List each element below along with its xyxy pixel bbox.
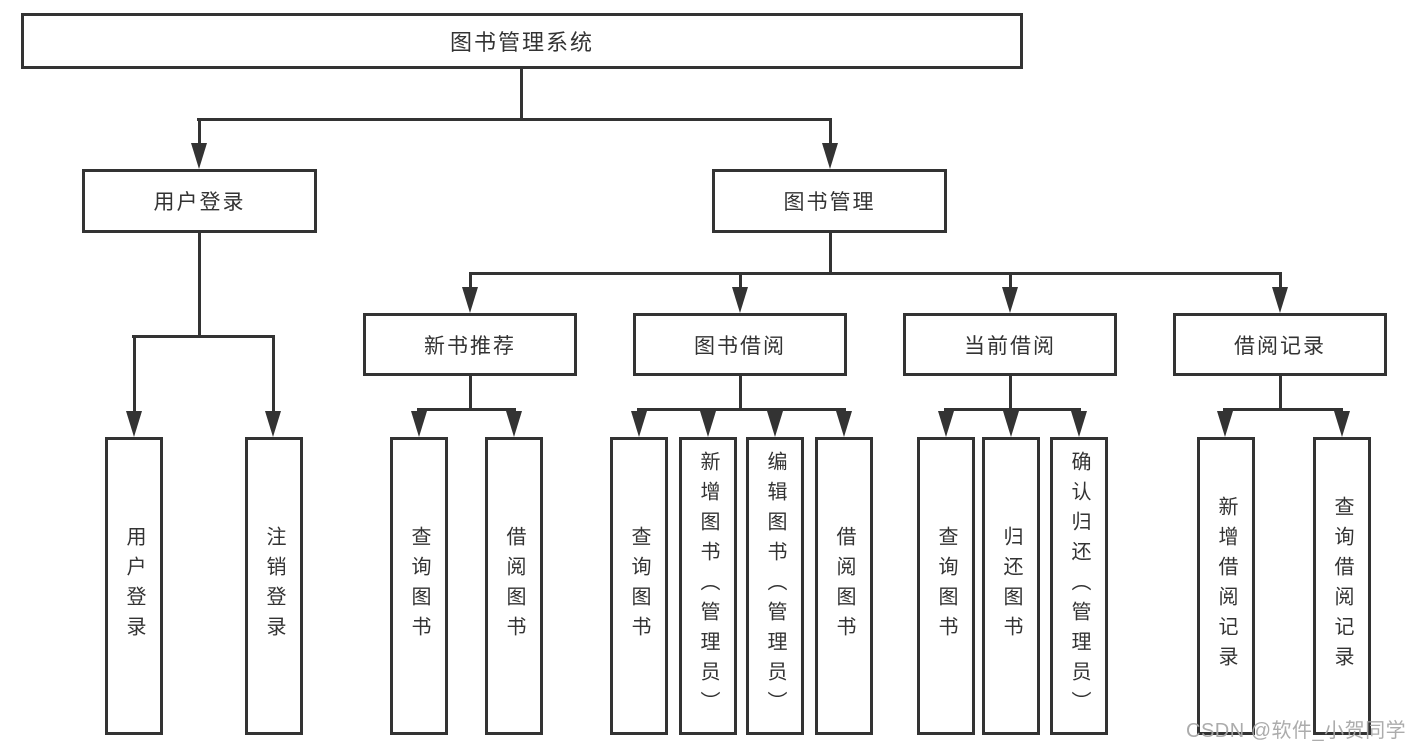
connector-line bbox=[1279, 376, 1282, 410]
connector-line bbox=[1223, 408, 1343, 411]
node-book-borrow: 图书借阅 bbox=[633, 313, 847, 376]
connector-line bbox=[417, 408, 516, 411]
leaf-add-borrow-record: 新增借阅记录 bbox=[1197, 437, 1255, 735]
leaf-borrow-book-recommend: 借阅图书 bbox=[485, 437, 543, 735]
leaf-logout-label: 注销登录 bbox=[263, 526, 285, 646]
leaf-add-book-admin-label: 新增图书（管理员） bbox=[697, 451, 719, 721]
connector-line bbox=[133, 335, 136, 411]
connector-line bbox=[1009, 376, 1012, 410]
arrow-down-icon bbox=[631, 411, 647, 437]
connector-line bbox=[197, 118, 832, 121]
leaf-add-borrow-record-label: 新增借阅记录 bbox=[1215, 496, 1237, 676]
node-root-label: 图书管理系统 bbox=[449, 30, 594, 55]
node-borrow-record: 借阅记录 bbox=[1173, 313, 1387, 376]
leaf-query-book-borrow-label: 查询图书 bbox=[628, 526, 650, 646]
leaf-return-book-label: 归还图书 bbox=[1000, 526, 1022, 646]
leaf-borrow-book: 借阅图书 bbox=[815, 437, 873, 735]
leaf-query-book-borrow: 查询图书 bbox=[610, 437, 668, 735]
arrow-down-icon bbox=[1334, 411, 1350, 437]
arrow-down-icon bbox=[732, 287, 748, 313]
arrow-down-icon bbox=[700, 411, 716, 437]
connector-line bbox=[469, 272, 1282, 275]
leaf-user-login: 用户登录 bbox=[105, 437, 163, 735]
leaf-query-borrow-record-label: 查询借阅记录 bbox=[1331, 496, 1353, 676]
arrow-down-icon bbox=[411, 411, 427, 437]
leaf-query-book-current: 查询图书 bbox=[917, 437, 975, 735]
arrow-down-icon bbox=[1071, 411, 1087, 437]
connector-line bbox=[198, 233, 201, 335]
arrow-down-icon bbox=[822, 143, 838, 169]
leaf-borrow-book-label: 借阅图书 bbox=[833, 526, 855, 646]
connector-line bbox=[132, 335, 275, 338]
connector-line bbox=[1279, 272, 1282, 290]
connector-line bbox=[637, 408, 846, 411]
arrow-down-icon bbox=[1217, 411, 1233, 437]
node-book-borrow-label: 图书借阅 bbox=[694, 334, 786, 358]
leaf-borrow-book-recommend-label: 借阅图书 bbox=[503, 526, 525, 646]
node-new-book-recommend-label: 新书推荐 bbox=[424, 334, 516, 358]
leaf-confirm-return-admin-label: 确认归还（管理员） bbox=[1068, 451, 1090, 721]
node-book-management-label: 图书管理 bbox=[783, 191, 876, 214]
node-new-book-recommend: 新书推荐 bbox=[363, 313, 577, 376]
arrow-down-icon bbox=[506, 411, 522, 437]
arrow-down-icon bbox=[265, 411, 281, 437]
arrow-down-icon bbox=[767, 411, 783, 437]
node-current-borrow: 当前借阅 bbox=[903, 313, 1117, 376]
watermark: CSDN @软件_小贺同学 bbox=[1186, 720, 1405, 742]
connector-line bbox=[1009, 272, 1012, 290]
connector-line bbox=[198, 118, 201, 145]
connector-line bbox=[520, 69, 523, 118]
connector-line bbox=[944, 408, 1081, 411]
connector-line bbox=[739, 376, 742, 410]
connector-line bbox=[469, 272, 472, 290]
node-borrow-record-label: 借阅记录 bbox=[1234, 334, 1326, 358]
connector-line bbox=[739, 272, 742, 290]
leaf-query-book-current-label: 查询图书 bbox=[935, 526, 957, 646]
connector-line bbox=[829, 118, 832, 145]
node-user-login: 用户登录 bbox=[82, 169, 317, 233]
leaf-query-book-recommend-label: 查询图书 bbox=[408, 526, 430, 646]
leaf-edit-book-admin-label: 编辑图书（管理员） bbox=[764, 451, 786, 721]
connector-line bbox=[272, 335, 275, 411]
node-current-borrow-label: 当前借阅 bbox=[964, 334, 1056, 358]
leaf-edit-book-admin: 编辑图书（管理员） bbox=[746, 437, 804, 735]
leaf-query-borrow-record: 查询借阅记录 bbox=[1313, 437, 1371, 735]
arrow-down-icon bbox=[1003, 411, 1019, 437]
leaf-return-book: 归还图书 bbox=[982, 437, 1040, 735]
connector-line bbox=[469, 376, 472, 410]
leaf-add-book-admin: 新增图书（管理员） bbox=[679, 437, 737, 735]
arrow-down-icon bbox=[191, 143, 207, 169]
arrow-down-icon bbox=[1272, 287, 1288, 313]
connector-line bbox=[829, 233, 832, 275]
arrow-down-icon bbox=[462, 287, 478, 313]
arrow-down-icon bbox=[1002, 287, 1018, 313]
leaf-query-book-recommend: 查询图书 bbox=[390, 437, 448, 735]
arrow-down-icon bbox=[836, 411, 852, 437]
node-root: 图书管理系统 bbox=[21, 13, 1023, 69]
node-user-login-label: 用户登录 bbox=[153, 191, 246, 214]
leaf-logout: 注销登录 bbox=[245, 437, 303, 735]
arrow-down-icon bbox=[126, 411, 142, 437]
leaf-user-login-label: 用户登录 bbox=[123, 526, 145, 646]
arrow-down-icon bbox=[938, 411, 954, 437]
leaf-confirm-return-admin: 确认归还（管理员） bbox=[1050, 437, 1108, 735]
node-book-management: 图书管理 bbox=[712, 169, 947, 233]
